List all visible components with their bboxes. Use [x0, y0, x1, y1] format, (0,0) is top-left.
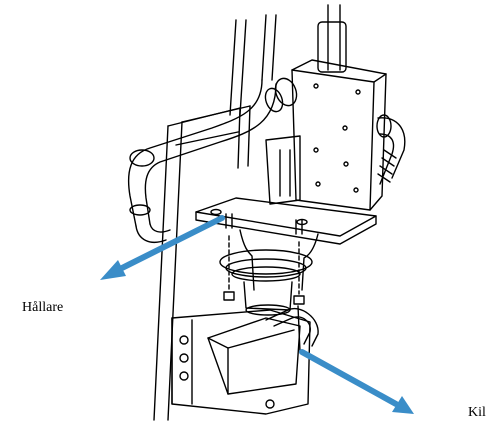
bent-pipe	[127, 77, 298, 244]
mast-frame	[153, 105, 251, 421]
vertical-rods	[229, 4, 347, 116]
u-bolt	[265, 305, 319, 353]
wedge-arrow	[299, 349, 414, 414]
control-box	[291, 59, 387, 211]
holder-label: Hållare	[22, 300, 64, 315]
wedge	[207, 317, 301, 395]
right-pipe	[376, 114, 406, 185]
wedge-holder	[171, 309, 311, 415]
mount-bracket	[265, 135, 301, 205]
wedge-label: Kil	[468, 405, 486, 420]
bolts	[223, 213, 305, 305]
base-plate	[195, 197, 377, 245]
holder-arrow	[100, 215, 225, 280]
pedestal	[219, 229, 319, 316]
